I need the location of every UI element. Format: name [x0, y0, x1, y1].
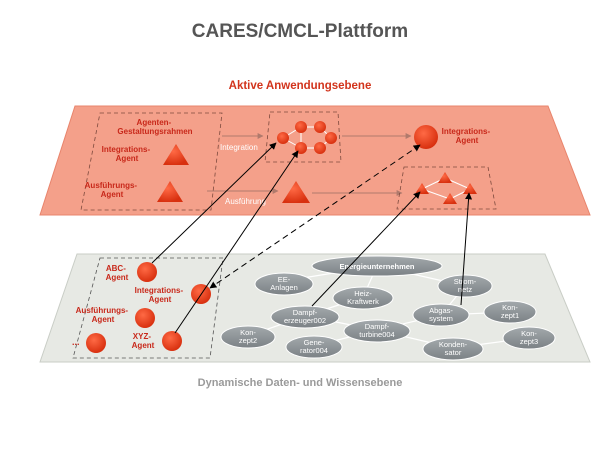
integration-agent-right-label: Integrations- Agent: [442, 127, 493, 145]
svg-text:Abgas-system: Abgas-system: [429, 306, 453, 323]
agent-pool-frame: [72, 257, 224, 359]
kg-node-konzept3: Kon-zept3: [502, 326, 556, 350]
svg-text:Kon-zept1: Kon-zept1: [501, 303, 519, 320]
ellipsis-label: ...: [72, 337, 80, 347]
abc-agent-label: ABC- Agent: [106, 264, 129, 282]
kg-node-abgassystem: Abgas-system: [412, 303, 470, 327]
xyz-agent-circle: [162, 331, 182, 351]
execution-node-d: [443, 193, 457, 204]
execution-node-c: [463, 183, 477, 194]
integration-agent-left-label: Integrations- Agent: [102, 145, 153, 163]
integration-agent-left-triangle: [163, 144, 189, 165]
link-integration-agent-dashed: [209, 144, 421, 289]
execution-agent-bottom-label: Ausführungs- Agent: [76, 306, 131, 324]
svg-text:Energieunternehmen: Energieunternehmen: [339, 262, 414, 271]
kg-node-ee-anlagen: EE-Anlagen: [254, 272, 314, 296]
kg-node-stromnetz: Strom-netz: [437, 274, 493, 298]
integration-node-c: [314, 121, 326, 133]
svg-text:Dampf-erzeuger002: Dampf-erzeuger002: [284, 308, 326, 325]
kg-node-kondensator: Konden-sator: [422, 337, 484, 361]
data-knowledge-heading: Dynamische Daten- und Wissensebene: [198, 377, 403, 389]
link-abgassystem-to-execution: [460, 192, 473, 306]
abc-agent-circle: [137, 262, 157, 282]
kg-node-dampferzeuger: Dampf-erzeuger002: [270, 305, 340, 329]
link-dampferzeuger-to-execution: [311, 191, 421, 307]
svg-text:Gene-rator004: Gene-rator004: [300, 338, 328, 355]
active-application-heading: Aktive Anwendungsebene: [229, 80, 372, 92]
svg-text:Strom-netz: Strom-netz: [454, 277, 477, 294]
kg-node-heizkraftwerk: Heiz-Kraftwerk: [332, 286, 394, 310]
execution-agent-left-triangle: [157, 181, 183, 202]
kg-node-generator: Gene-rator004: [285, 335, 343, 359]
integration-node-a: [277, 132, 289, 144]
integration-node-d: [325, 132, 337, 144]
agent-design-frame-label: Agenten- Gestaltungsrahmen: [117, 118, 192, 136]
integration-agent-bottom-label: Integrations- Agent: [135, 286, 186, 304]
xyz-agent-label: XYZ- Agent: [132, 332, 155, 350]
svg-text:Heiz-Kraftwerk: Heiz-Kraftwerk: [347, 289, 379, 306]
kg-node-konzept2: Kon-zept2: [220, 325, 276, 349]
kg-node-energieunternehmen: Energieunternehmen: [311, 255, 443, 277]
integration-node-b: [295, 121, 307, 133]
more-agents-circle: [86, 333, 106, 353]
integration-agent-right-circle: [414, 125, 438, 149]
svg-text:Kon-zept3: Kon-zept3: [520, 329, 538, 346]
kg-node-dampfturbine: Dampf-turbine004: [343, 319, 411, 343]
execution-node-b: [438, 172, 452, 183]
execution-agent-bottom-circle: [135, 308, 155, 328]
integration-label: Integration: [220, 143, 258, 152]
execution-label: Ausführung: [225, 197, 266, 206]
page-title: CARES/CMCL-Plattform: [192, 21, 408, 42]
execution-agent-left-label: Ausführungs- Agent: [85, 181, 140, 199]
svg-text:Konden-sator: Konden-sator: [439, 340, 468, 357]
svg-text:Kon-zept2: Kon-zept2: [239, 328, 257, 345]
svg-text:Dampf-turbine004: Dampf-turbine004: [359, 322, 394, 339]
integration-node-f: [314, 142, 326, 154]
kg-node-konzept1: Kon-zept1: [483, 300, 537, 324]
